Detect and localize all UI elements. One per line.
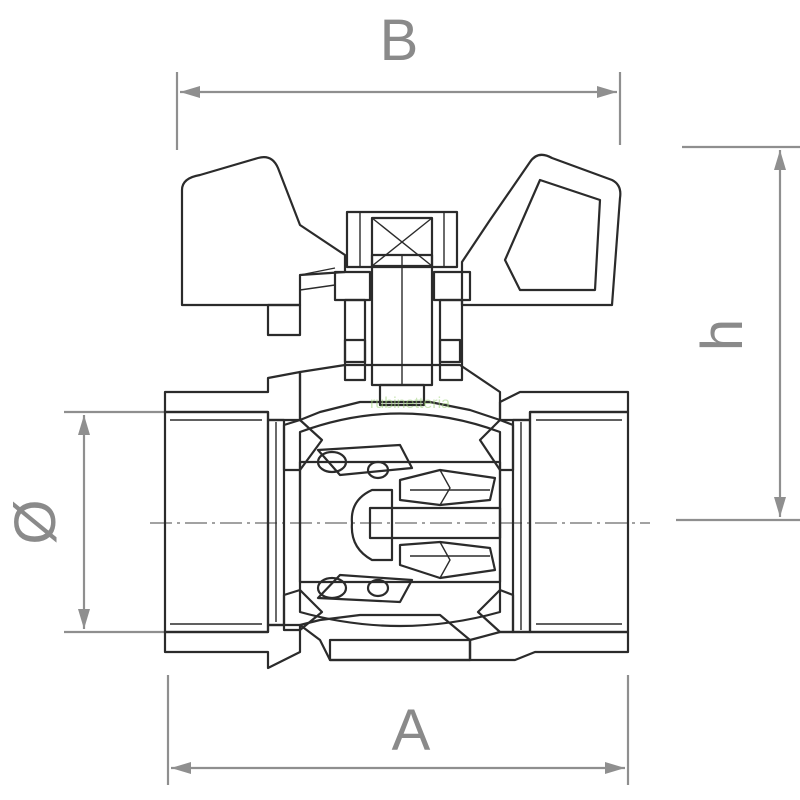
dimension-h: h [676,145,800,522]
seat-seals [282,418,515,634]
dimension-label-b: B [380,8,419,73]
watermark: rubinetteria [370,395,450,412]
dimension-bore: Ø [3,410,165,634]
dimension-label-a: A [392,698,431,763]
valve-stem [333,210,472,407]
check-insert [316,443,502,604]
butterfly-handle [180,153,622,337]
dimension-a: A [166,675,630,785]
valve-body [163,363,630,670]
dimension-label-bore: Ø [3,499,68,544]
dimension-b: B [175,8,622,150]
dimension-label-h: h [690,319,755,351]
